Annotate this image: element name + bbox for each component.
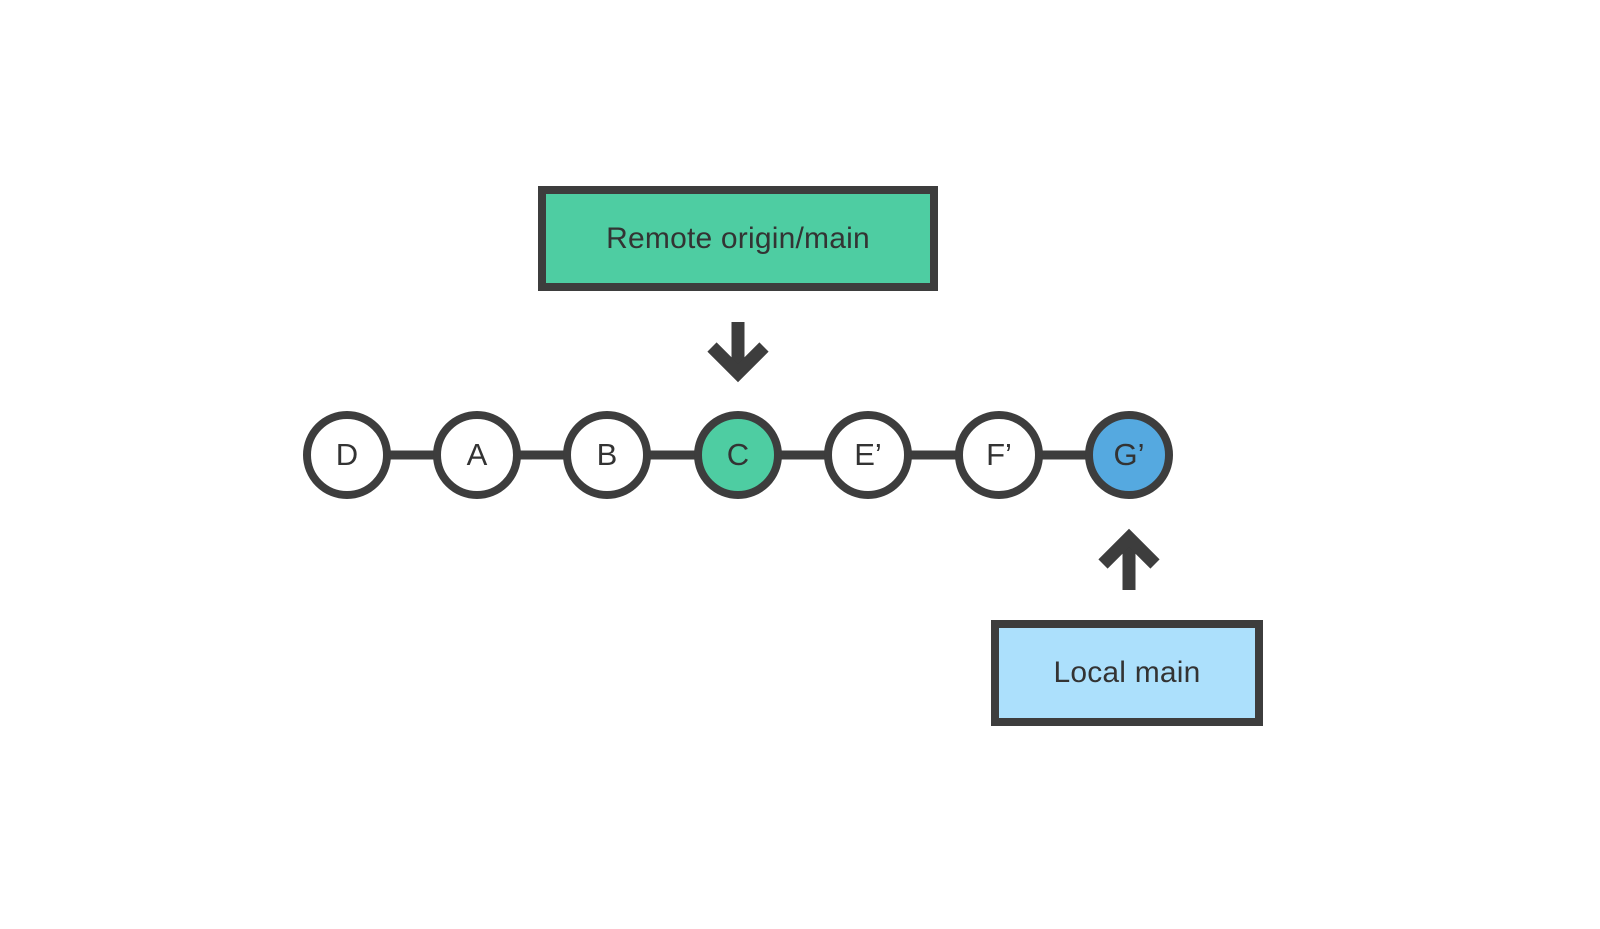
local-branch-label-box: Local main xyxy=(991,620,1263,726)
arrow-local-to-g-prime xyxy=(1098,528,1160,590)
commit-node-c[interactable] xyxy=(694,411,782,499)
remote-branch-label-box: Remote origin/main xyxy=(538,186,938,291)
commit-node-b[interactable] xyxy=(563,411,651,499)
arrow-local-to-g-prime-head xyxy=(1098,528,1160,569)
commit-nodes xyxy=(303,411,1173,499)
commit-node-d[interactable] xyxy=(303,411,391,499)
arrow-remote-to-c xyxy=(707,322,769,383)
local-branch-label-text: Local main xyxy=(1053,656,1201,689)
commit-node-g-prime[interactable] xyxy=(1085,411,1173,499)
commit-node-e-prime[interactable] xyxy=(824,411,912,499)
commit-node-a[interactable] xyxy=(433,411,521,499)
commit-node-f-prime[interactable] xyxy=(955,411,1043,499)
remote-branch-label-text: Remote origin/main xyxy=(606,221,870,255)
arrow-remote-to-c-head xyxy=(707,342,769,383)
